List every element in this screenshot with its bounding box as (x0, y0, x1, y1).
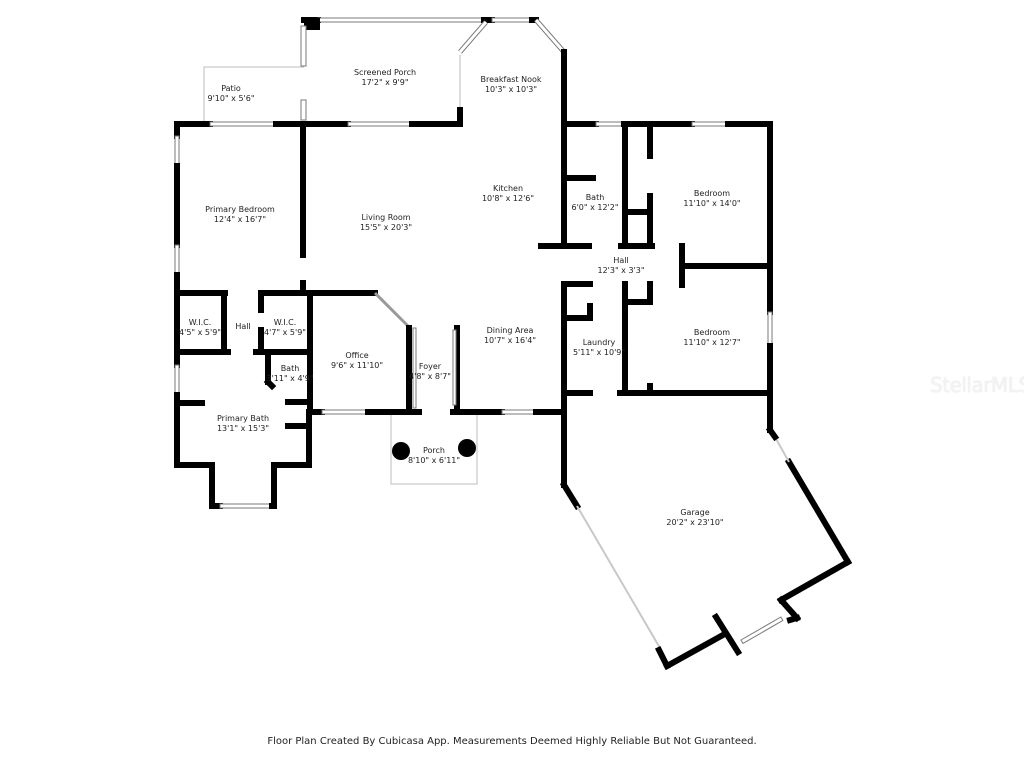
east-wing-walls (538, 121, 773, 433)
patio-outline (203, 66, 304, 122)
porch-column-right (458, 439, 476, 457)
breakfast-nook-walls (457, 18, 567, 127)
porch-outline (390, 413, 478, 485)
screened-porch-walls (300, 17, 539, 121)
garage-walls (559, 409, 853, 671)
room-label-hall-west: Hall (235, 322, 251, 331)
north-exterior-wall (174, 121, 773, 127)
room-label-wic-2: W.I.C.4'7" x 5'9" (264, 318, 306, 337)
room-label-wic-1: W.I.C.4'5" x 5'9" (179, 318, 221, 337)
floor-plan-disclaimer: Floor Plan Created By Cubicasa App. Meas… (267, 736, 757, 747)
office-foyer-walls (307, 291, 567, 415)
porch-column-left (392, 442, 410, 460)
west-wing-walls (174, 121, 378, 509)
stellarmls-watermark: StellarMLS (930, 373, 1024, 397)
